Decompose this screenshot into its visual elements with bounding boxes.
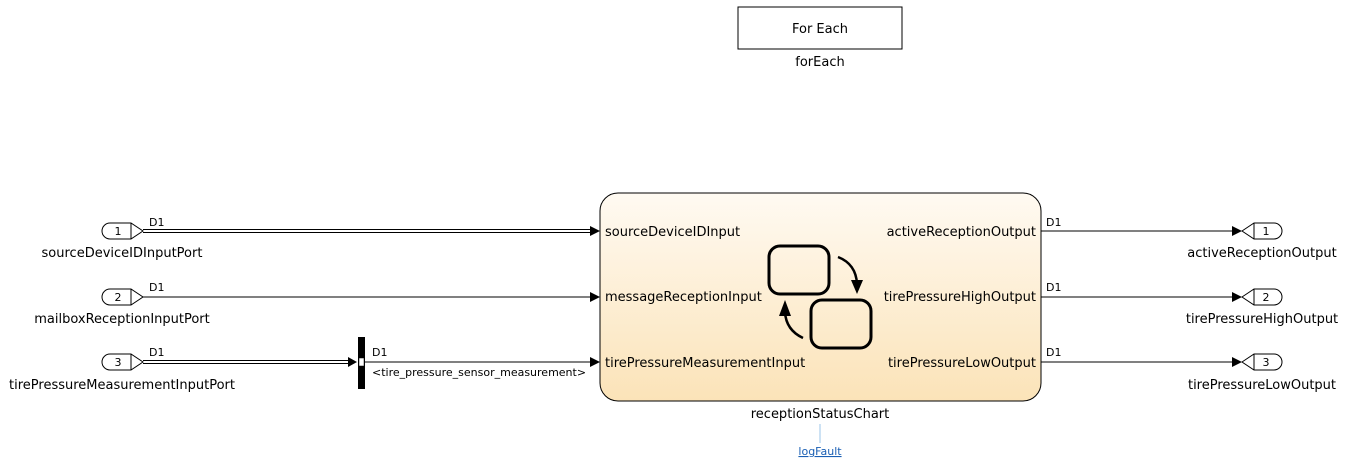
signal-line-2[interactable] xyxy=(143,292,600,302)
signal-dim-label-7: D1 xyxy=(1046,346,1061,359)
outport-1-number: 1 xyxy=(1263,225,1270,238)
inport-1-name: sourceDeviceIDInputPort xyxy=(42,246,203,261)
outport-1[interactable]: 1 xyxy=(1241,222,1283,240)
chart-name: receptionStatusChart xyxy=(751,407,890,422)
output-line-2[interactable] xyxy=(1041,292,1242,302)
signal-line-3-bus[interactable] xyxy=(143,357,357,367)
bus-selector[interactable] xyxy=(358,337,365,389)
inport-3-name: tirePressureMeasurementInputPort xyxy=(9,378,235,393)
output-line-3[interactable] xyxy=(1041,357,1242,367)
foreach-block-text: For Each xyxy=(792,22,848,37)
chart-output-2: tirePressureHighOutput xyxy=(884,290,1036,305)
inport-2-name: mailboxReceptionInputPort xyxy=(34,312,210,327)
inport-3[interactable]: 3 xyxy=(101,353,144,371)
inport-1-number: 1 xyxy=(115,225,122,238)
chart-input-2: messageReceptionInput xyxy=(605,290,762,305)
foreach-block[interactable]: For Each xyxy=(737,6,903,50)
signal-dim-label-4: D1 xyxy=(372,346,387,359)
inport-3-number: 3 xyxy=(115,356,122,369)
outport-2-name: tirePressureHighOutput xyxy=(1186,312,1338,327)
outport-3[interactable]: 3 xyxy=(1241,353,1283,371)
stateflow-icon xyxy=(767,244,873,350)
signal-dim-label-2: D1 xyxy=(149,281,164,294)
signal-dim-label-1: D1 xyxy=(149,216,164,229)
output-line-1[interactable] xyxy=(1041,226,1242,236)
signal-dim-label-5: D1 xyxy=(1046,216,1061,229)
inport-2-number: 2 xyxy=(115,291,122,304)
inport-2[interactable]: 2 xyxy=(101,288,144,306)
logfault-link[interactable]: logFault xyxy=(798,445,842,458)
foreach-block-name: forEach xyxy=(795,55,844,70)
outport-1-name: activeReceptionOutput xyxy=(1187,246,1336,261)
chart-output-3: tirePressureLowOutput xyxy=(888,356,1036,371)
chart-input-3: tirePressureMeasurementInput xyxy=(605,356,805,371)
inport-1[interactable]: 1 xyxy=(101,222,144,240)
signal-line-4[interactable] xyxy=(365,357,600,367)
bus-signal-label: <tire_pressure_sensor_measurement> xyxy=(372,366,586,379)
signal-dim-label-3: D1 xyxy=(149,346,164,359)
outport-3-number: 3 xyxy=(1263,356,1270,369)
chart-input-1: sourceDeviceIDInput xyxy=(605,225,740,240)
outport-2[interactable]: 2 xyxy=(1241,288,1283,306)
outport-2-number: 2 xyxy=(1263,291,1270,304)
chart-output-1: activeReceptionOutput xyxy=(887,225,1036,240)
signal-dim-label-6: D1 xyxy=(1046,281,1061,294)
signal-line-1[interactable] xyxy=(143,226,600,236)
outport-3-name: tirePressureLowOutput xyxy=(1188,378,1336,393)
